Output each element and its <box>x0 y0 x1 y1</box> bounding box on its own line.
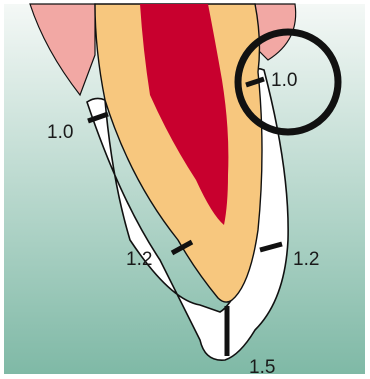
label-mid-left: 1.2 <box>126 249 152 270</box>
label-top-left: 1.0 <box>47 122 73 143</box>
label-mid-right: 1.2 <box>293 249 319 270</box>
label-top-right: 1.0 <box>271 70 297 91</box>
label-apex: 1.5 <box>249 357 275 378</box>
